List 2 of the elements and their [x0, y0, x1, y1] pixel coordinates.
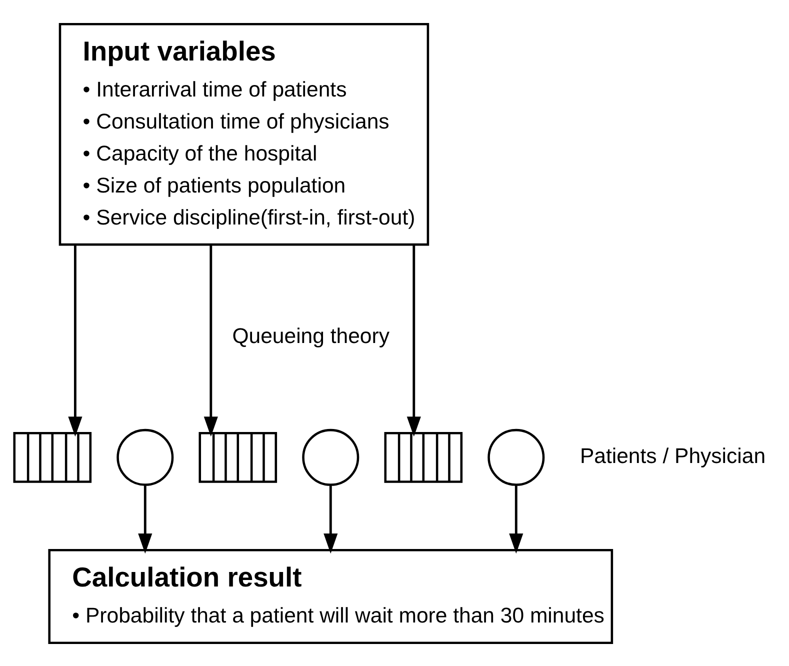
label: Patients / Physician	[580, 444, 766, 468]
label: Queueing theory	[232, 323, 390, 348]
